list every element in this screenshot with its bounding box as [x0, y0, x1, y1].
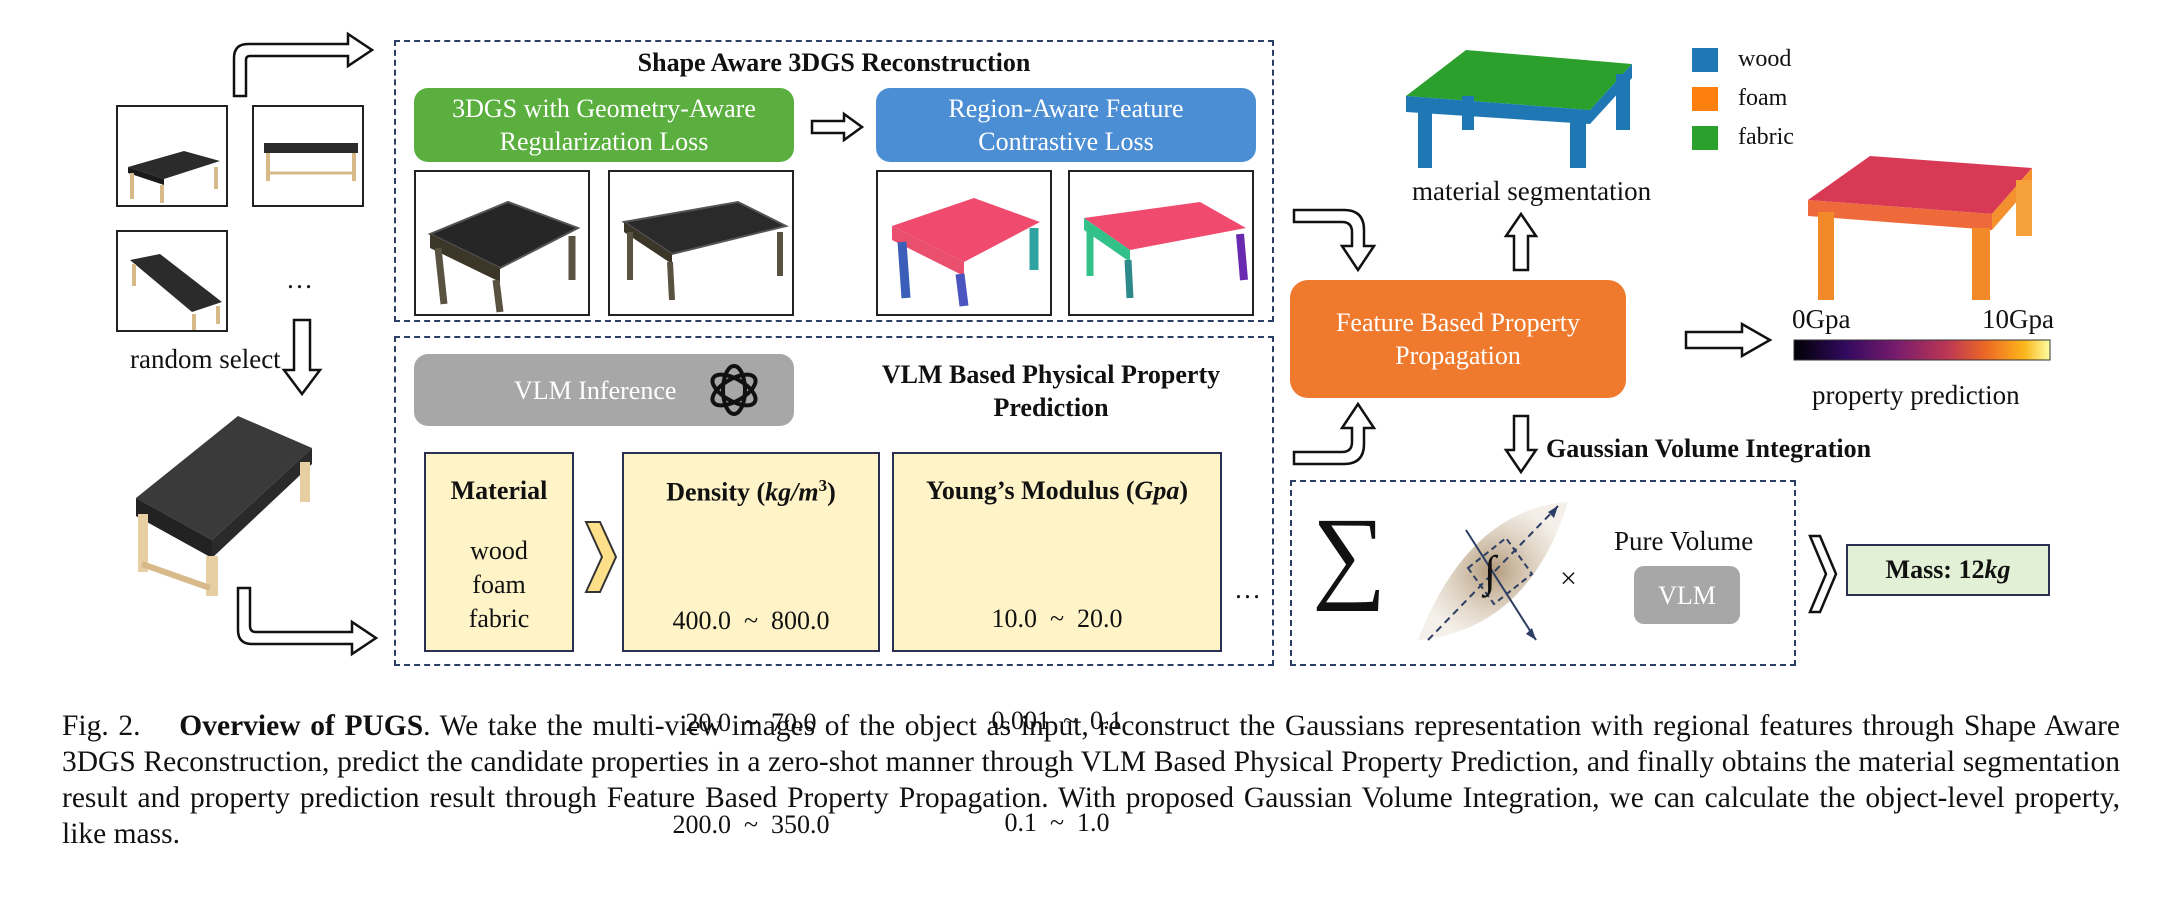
vlm-prediction-panel	[394, 336, 1274, 666]
geometry-render-1	[414, 170, 590, 316]
region-aware-pill-label: Region-Aware Feature Contrastive Loss	[948, 94, 1184, 156]
caption-body: . We take the multi-view images of the o…	[62, 710, 2121, 850]
hollow-arrow-to-reconstruction	[232, 31, 375, 98]
density-table: Density (kg/m3) 400.0 ~ 800.0 20.0 ~ 70.…	[622, 452, 880, 839]
material-header: Material	[450, 476, 548, 505]
integral-symbol: ∫	[1484, 547, 1497, 596]
input-view-1	[116, 105, 228, 207]
material-row: wood	[470, 536, 528, 565]
inputs-ellipsis: …	[286, 264, 313, 294]
mass-unit: kg	[1984, 555, 2011, 584]
gaussian-ellipsoid-diagram	[1418, 502, 1568, 641]
material-table: Material wood foam fabric	[424, 452, 574, 652]
vlm-title-line2: Prediction	[993, 393, 1109, 422]
feature-propagation-label: Feature Based Property Propagation	[1335, 308, 1581, 370]
times-symbol: ×	[1560, 562, 1577, 595]
colorbar-min-label: 0Gpa	[1792, 304, 1851, 334]
vlm-table-ellipsis: …	[1234, 574, 1261, 604]
chevron-right-mass-icon	[1808, 534, 1838, 614]
youngs-modulus-header: Young’s Modulus (Gpa)	[926, 476, 1188, 505]
bench-thumbnail-3	[130, 254, 222, 330]
gaussian-bench-render-2	[621, 200, 789, 301]
property-prediction-bench	[1808, 156, 2032, 300]
legend-label-foam: foam	[1738, 85, 1788, 111]
density-header: Density (kg/m3)	[666, 476, 836, 507]
vlm-pill: VLM	[1634, 566, 1740, 624]
geometry-aware-pill: 3DGS with Geometry-Aware Regularization …	[414, 88, 794, 162]
down-arrow-random-select	[281, 318, 323, 397]
region-aware-pill: Region-Aware Feature Contrastive Loss	[876, 88, 1256, 162]
material-row: foam	[472, 570, 526, 599]
youngs-modulus-table: Young’s Modulus (Gpa) 10.0 ~ 20.0 0.001 …	[892, 452, 1222, 837]
input-view-2	[252, 105, 364, 207]
figure-caption: Fig. 2. Overview of PUGS. We take the mu…	[62, 708, 2120, 852]
density-row: 400.0 ~ 800.0	[672, 605, 830, 635]
gaussian-volume-title: Gaussian Volume Integration	[1546, 434, 1872, 463]
vlm-pill-label: VLM	[1658, 580, 1716, 610]
down-arrow-to-volume	[1503, 414, 1539, 475]
youngs-row: 10.0 ~ 20.0	[991, 604, 1123, 633]
bench-thumbnail-2	[264, 143, 358, 181]
right-arrow-between-losses	[810, 111, 865, 143]
colorbar-max-label: 10Gpa	[1982, 304, 2054, 334]
material-segmentation-bench	[1406, 50, 1632, 168]
feature-bench-render-1	[892, 198, 1040, 307]
geometry-render-2	[608, 170, 794, 316]
bench-thumbnail-1	[128, 151, 220, 203]
material-row: fabric	[468, 604, 530, 633]
youngs-row: 0.001 ~ 0.1	[991, 706, 1123, 735]
vlm-title-line1: VLM Based Physical Property	[881, 360, 1221, 389]
feature-render-2	[1068, 170, 1254, 316]
mass-prefix: Mass: 12	[1885, 555, 1985, 584]
shape-aware-title: Shape Aware 3DGS Reconstruction	[637, 48, 1031, 77]
shape-aware-reconstruction-panel	[394, 40, 1274, 322]
density-row: 20.0 ~ 70.0	[685, 707, 817, 737]
hollow-arrow-to-vlm	[236, 586, 379, 657]
density-row: 200.0 ~ 350.0	[672, 809, 830, 839]
hollow-arrow-reconstruction-to-propagation	[1292, 208, 1377, 273]
legend-swatch-foam	[1692, 87, 1718, 111]
gaussian-bench-render-1	[427, 200, 581, 313]
feature-bench-render-2	[1084, 202, 1248, 299]
material-segmentation-label: material segmentation	[1412, 176, 1652, 206]
vlm-section-title: VLM Based Physical Property Prediction	[846, 358, 1256, 424]
caption-title: Overview of PUGS	[179, 710, 424, 742]
sum-symbol: ∑	[1312, 497, 1387, 612]
chevron-right-icon	[584, 521, 618, 593]
property-prediction-label: property prediction	[1812, 380, 2020, 410]
openai-logo-icon	[710, 364, 758, 416]
hollow-arrow-vlm-to-propagation	[1292, 401, 1377, 466]
feature-render-1	[876, 170, 1052, 316]
pure-volume-label: Pure Volume	[1614, 526, 1754, 556]
up-arrow-to-segmentation	[1503, 211, 1539, 272]
input-view-3	[116, 230, 228, 332]
legend-swatch-fabric	[1692, 126, 1718, 150]
legend-label-wood: wood	[1738, 46, 1792, 72]
gaussian-volume-panel	[1290, 480, 1796, 666]
selected-bench-image	[136, 416, 312, 596]
random-select-label: random select	[130, 344, 281, 374]
legend-swatch-wood	[1692, 48, 1718, 72]
property-colorbar	[1793, 339, 2051, 361]
youngs-row: 0.1 ~ 1.0	[1004, 808, 1110, 837]
figure-label: Fig. 2.	[62, 710, 141, 742]
vlm-inference-label: VLM Inference	[514, 375, 677, 405]
right-arrow-to-property	[1684, 321, 1773, 359]
legend-label-fabric: fabric	[1738, 124, 1794, 150]
geometry-aware-pill-label: 3DGS with Geometry-Aware Regularization …	[452, 94, 756, 156]
feature-propagation-box: Feature Based Property Propagation	[1290, 280, 1626, 398]
